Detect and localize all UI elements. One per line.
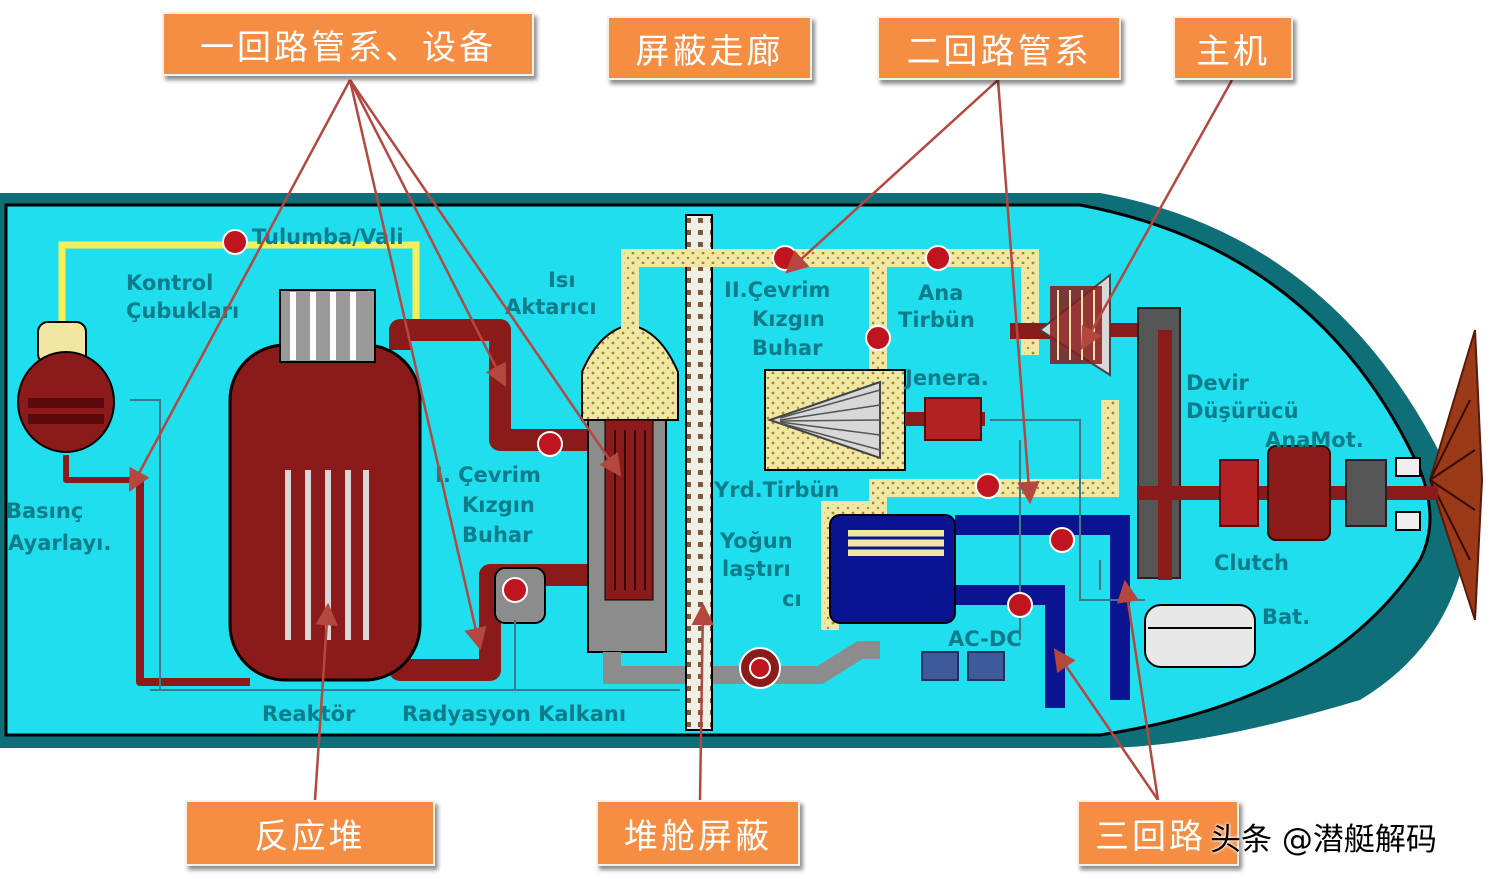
label-aux-turbine: Yrd.Tirbün xyxy=(713,478,839,502)
label-secondary-steam: II.Çevrim xyxy=(724,278,830,302)
callout-tertiary-loop: 三回路 xyxy=(1077,800,1239,866)
label-control-rods: Kontrol xyxy=(126,271,213,295)
label-condenser-3: cı xyxy=(782,587,802,611)
reactor-vessel xyxy=(228,289,422,682)
label-primary-steam-3: Buhar xyxy=(462,523,533,547)
propeller xyxy=(1428,329,1484,621)
watermark: 头条 @潜艇解码 xyxy=(1210,822,1437,858)
battery xyxy=(1144,604,1256,668)
callout-reactor: 反应堆 xyxy=(185,800,435,866)
label-heat-exchanger: Isı xyxy=(548,268,576,292)
auxiliary-turbine xyxy=(764,369,985,471)
main-turbine xyxy=(1010,272,1150,377)
label-secondary-steam-3: Buhar xyxy=(752,336,823,360)
label-clutch: Clutch xyxy=(1214,551,1289,575)
label-condenser-2: laştırı xyxy=(722,557,791,581)
label-reactor: Reaktör xyxy=(262,702,356,726)
label-condenser: Yoğun xyxy=(719,529,793,553)
label-secondary-steam-2: Kızgın xyxy=(752,307,825,331)
label-reduction-gear-2: Düşürücü xyxy=(1186,399,1299,423)
label-battery: Bat. xyxy=(1262,605,1310,629)
label-ac-dc: AC-DC xyxy=(948,627,1022,651)
shield-corridor-wall xyxy=(685,214,713,731)
reduction-gear-and-shaft xyxy=(1137,307,1438,580)
callout-arrows xyxy=(128,79,1234,801)
label-reduction-gear: Devir xyxy=(1186,371,1250,395)
callout-secondary-loop-piping: 二回路管系 xyxy=(877,16,1121,80)
label-main-motor: AnaMot. xyxy=(1265,428,1364,452)
label-primary-steam-2: Kızgın xyxy=(462,493,535,517)
label-generator: Jenera. xyxy=(903,366,989,390)
label-primary-steam: I. Çevrim xyxy=(435,463,541,487)
valves xyxy=(222,229,1075,689)
callout-reactor-compartment-shield: 堆舱屏蔽 xyxy=(596,800,800,866)
label-pressurizer: Basınç xyxy=(6,499,83,523)
label-pressurizer-2: Ayarlayı. xyxy=(8,531,111,555)
condenser-and-tertiary-loop xyxy=(829,514,1130,708)
label-radiation-shield: Radyasyon Kalkanı xyxy=(402,702,626,726)
pressurizer xyxy=(17,321,115,453)
callout-primary-loop-equipment: 一回路管系、设备 xyxy=(162,12,534,76)
label-main-turbine-2: Tirbün xyxy=(898,308,975,332)
callout-shield-corridor: 屏蔽走廊 xyxy=(607,16,812,80)
label-pump-valve: Tulumba/Vali xyxy=(252,225,404,249)
label-heat-exchanger-2: Aktarıcı xyxy=(505,295,597,319)
callout-main-engine: 主机 xyxy=(1173,16,1293,80)
label-main-turbine: Ana xyxy=(918,281,963,305)
